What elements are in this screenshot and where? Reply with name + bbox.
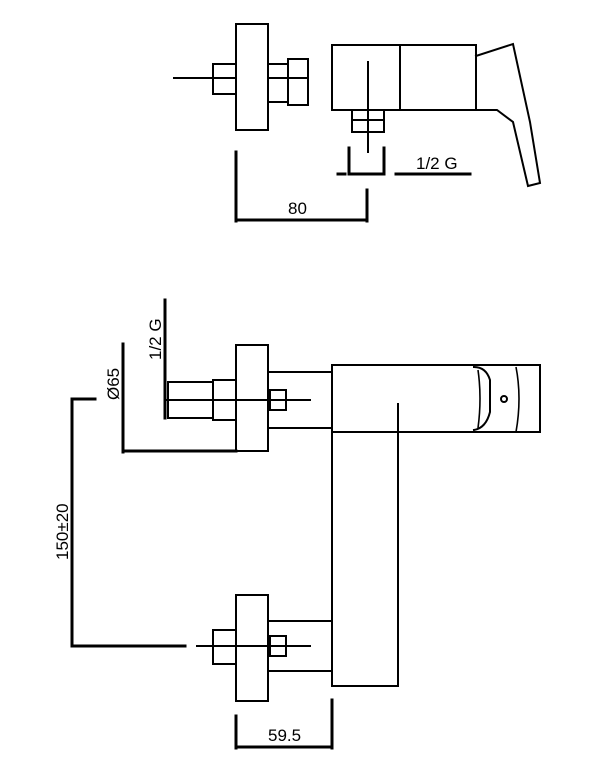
upper-connector-nut — [269, 389, 287, 411]
lower-connector — [267, 620, 333, 672]
connector-nut — [287, 58, 309, 106]
thread-label-top: 1/2 G — [416, 154, 458, 173]
depth-label-top: 80 — [288, 199, 307, 218]
front-view: 1/2 G Ø65 150±20 — [53, 298, 541, 750]
lever-handle — [474, 42, 542, 188]
lever-front — [472, 365, 491, 432]
lever-front-inner — [477, 369, 481, 429]
diameter-label: Ø65 — [104, 368, 123, 400]
lower-rosette — [235, 594, 269, 702]
eccentric-connector — [267, 63, 289, 103]
mixer-body — [331, 44, 477, 111]
side-view: 1/2 G 80 — [173, 23, 542, 223]
wall-rosette — [235, 23, 269, 131]
mixer-front-top — [331, 364, 541, 433]
lower-connector-nut — [269, 635, 287, 657]
thread-label-front: 1/2 G — [146, 318, 165, 360]
lever-screw — [500, 395, 508, 403]
thread-bracket — [347, 146, 386, 176]
lever-front-curve — [515, 366, 520, 433]
depth-label-bottom: 59.5 — [268, 726, 301, 745]
center-distance-label: 150±20 — [53, 503, 72, 560]
upper-rosette — [235, 344, 269, 452]
